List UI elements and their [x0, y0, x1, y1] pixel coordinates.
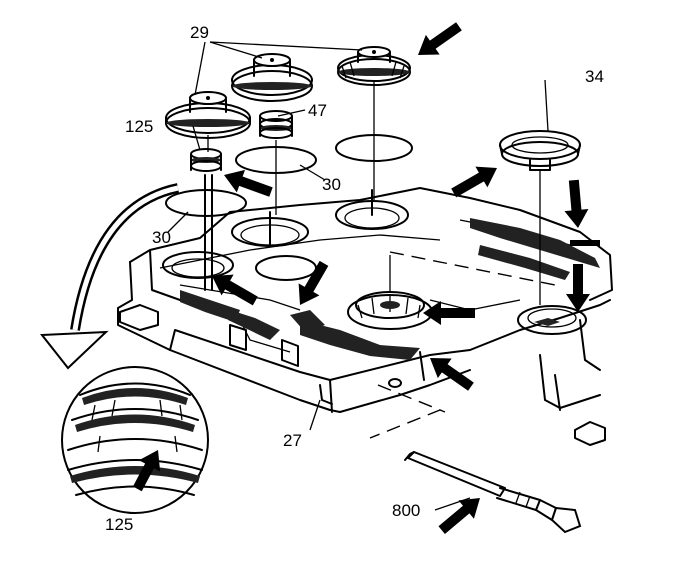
detail-callout-arrow — [40, 183, 180, 370]
seal-rings — [165, 134, 413, 217]
pointer-arrows — [132, 22, 590, 534]
arrow-magnifier-icon — [132, 450, 161, 492]
arrow-piston-right-icon — [418, 22, 462, 55]
callout-labels: 29 47 125 30 30 34 27 800 125 — [105, 23, 604, 534]
accumulator-piston-middle — [231, 53, 313, 102]
accumulator-spring — [259, 110, 293, 139]
callout-125-top: 125 — [125, 117, 153, 136]
callout-27: 27 — [283, 431, 302, 450]
callout-30-upper: 30 — [322, 175, 341, 194]
spring-125-top — [190, 148, 222, 172]
detail-magnifier-circle — [61, 366, 209, 514]
assembly-centerlines — [207, 80, 541, 305]
callout-34: 34 — [585, 67, 604, 86]
servo-spring-assembly — [347, 291, 433, 330]
callout-30-lower: 30 — [152, 228, 171, 247]
arrow-front-bore-icon — [430, 358, 474, 391]
accumulator-bores — [162, 174, 409, 291]
accumulator-piston-right — [337, 46, 411, 86]
accumulator-piston-34 — [499, 130, 581, 171]
callout-29: 29 — [190, 23, 209, 42]
callout-800: 800 — [392, 501, 420, 520]
callout-leaders — [167, 79, 549, 511]
arrow-left-channel-icon — [212, 274, 258, 306]
arrow-piston-34-icon — [451, 166, 497, 198]
callout-125-bottom: 125 — [105, 515, 133, 534]
arrow-tool-800-icon — [438, 498, 480, 534]
tool-800-probe — [404, 451, 582, 534]
right-accumulator-bore — [517, 305, 587, 335]
housing-bosses — [229, 324, 425, 405]
arrow-servo-icon — [423, 301, 475, 325]
callout-29-leaders — [194, 41, 363, 96]
tool-guide-lines — [369, 251, 556, 439]
arrow-right-housing-icon — [564, 179, 589, 228]
housing-shading — [180, 218, 600, 360]
callout-47: 47 — [308, 101, 327, 120]
accumulator-piston-left — [165, 91, 251, 139]
arrow-middle-down-icon — [298, 260, 329, 305]
arrow-spring-125-icon — [224, 169, 273, 197]
arrow-right-bore-icon — [566, 264, 590, 312]
valve-body-housing — [117, 187, 613, 446]
